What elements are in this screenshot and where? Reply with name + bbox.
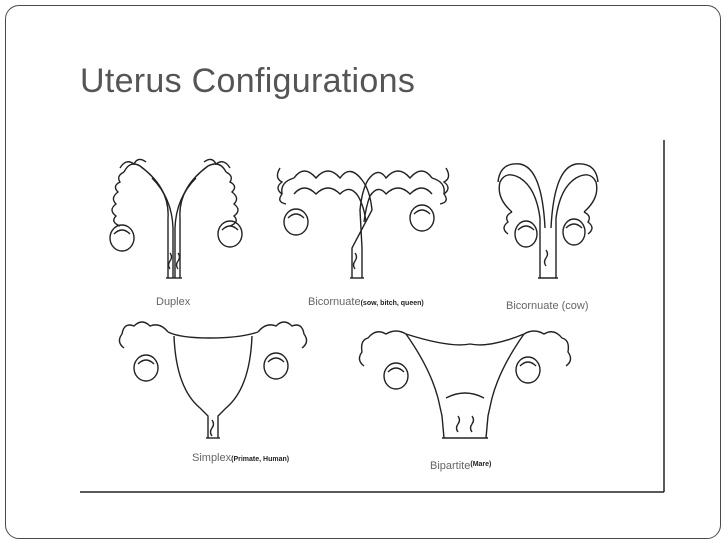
caption-simplex-sub: (Primate, Human) [231, 456, 290, 463]
caption-duplex-main: Duplex [156, 296, 191, 308]
caption-bicornuate-sow-sub: (sow, bitch, queen) [360, 300, 424, 307]
caption-simplex-main: Simplex [192, 452, 232, 464]
caption-bicornuate-cow: Bicornuate (cow) [506, 300, 589, 312]
uterus-diagram-svg [80, 140, 665, 493]
caption-duplex: Duplex [156, 296, 190, 308]
bicornuate-cow-illustration [497, 163, 599, 279]
slide-title: Uterus Configurations [80, 62, 416, 100]
caption-bipartite: Bipartite(Mare) [430, 460, 491, 472]
slide-frame [5, 5, 721, 539]
caption-bipartite-sub: (Mare) [470, 461, 492, 468]
caption-bicornuate-sow: Bicornuate(sow, bitch, queen) [308, 296, 424, 308]
caption-bicornuate-cow-main: Bicornuate (cow) [506, 300, 589, 312]
simplex-illustration [118, 321, 308, 439]
caption-simplex: Simplex(Primate, Human) [192, 452, 289, 464]
caption-bicornuate-sow-main: Bicornuate [308, 296, 361, 308]
caption-bipartite-main: Bipartite [430, 460, 471, 472]
uterus-diagram: Duplex Bicornuate(sow, bitch, queen) Bic… [80, 138, 666, 494]
duplex-illustration [109, 158, 243, 279]
bicornuate-sow-illustration [276, 167, 450, 279]
bipartite-illustration [358, 330, 572, 439]
